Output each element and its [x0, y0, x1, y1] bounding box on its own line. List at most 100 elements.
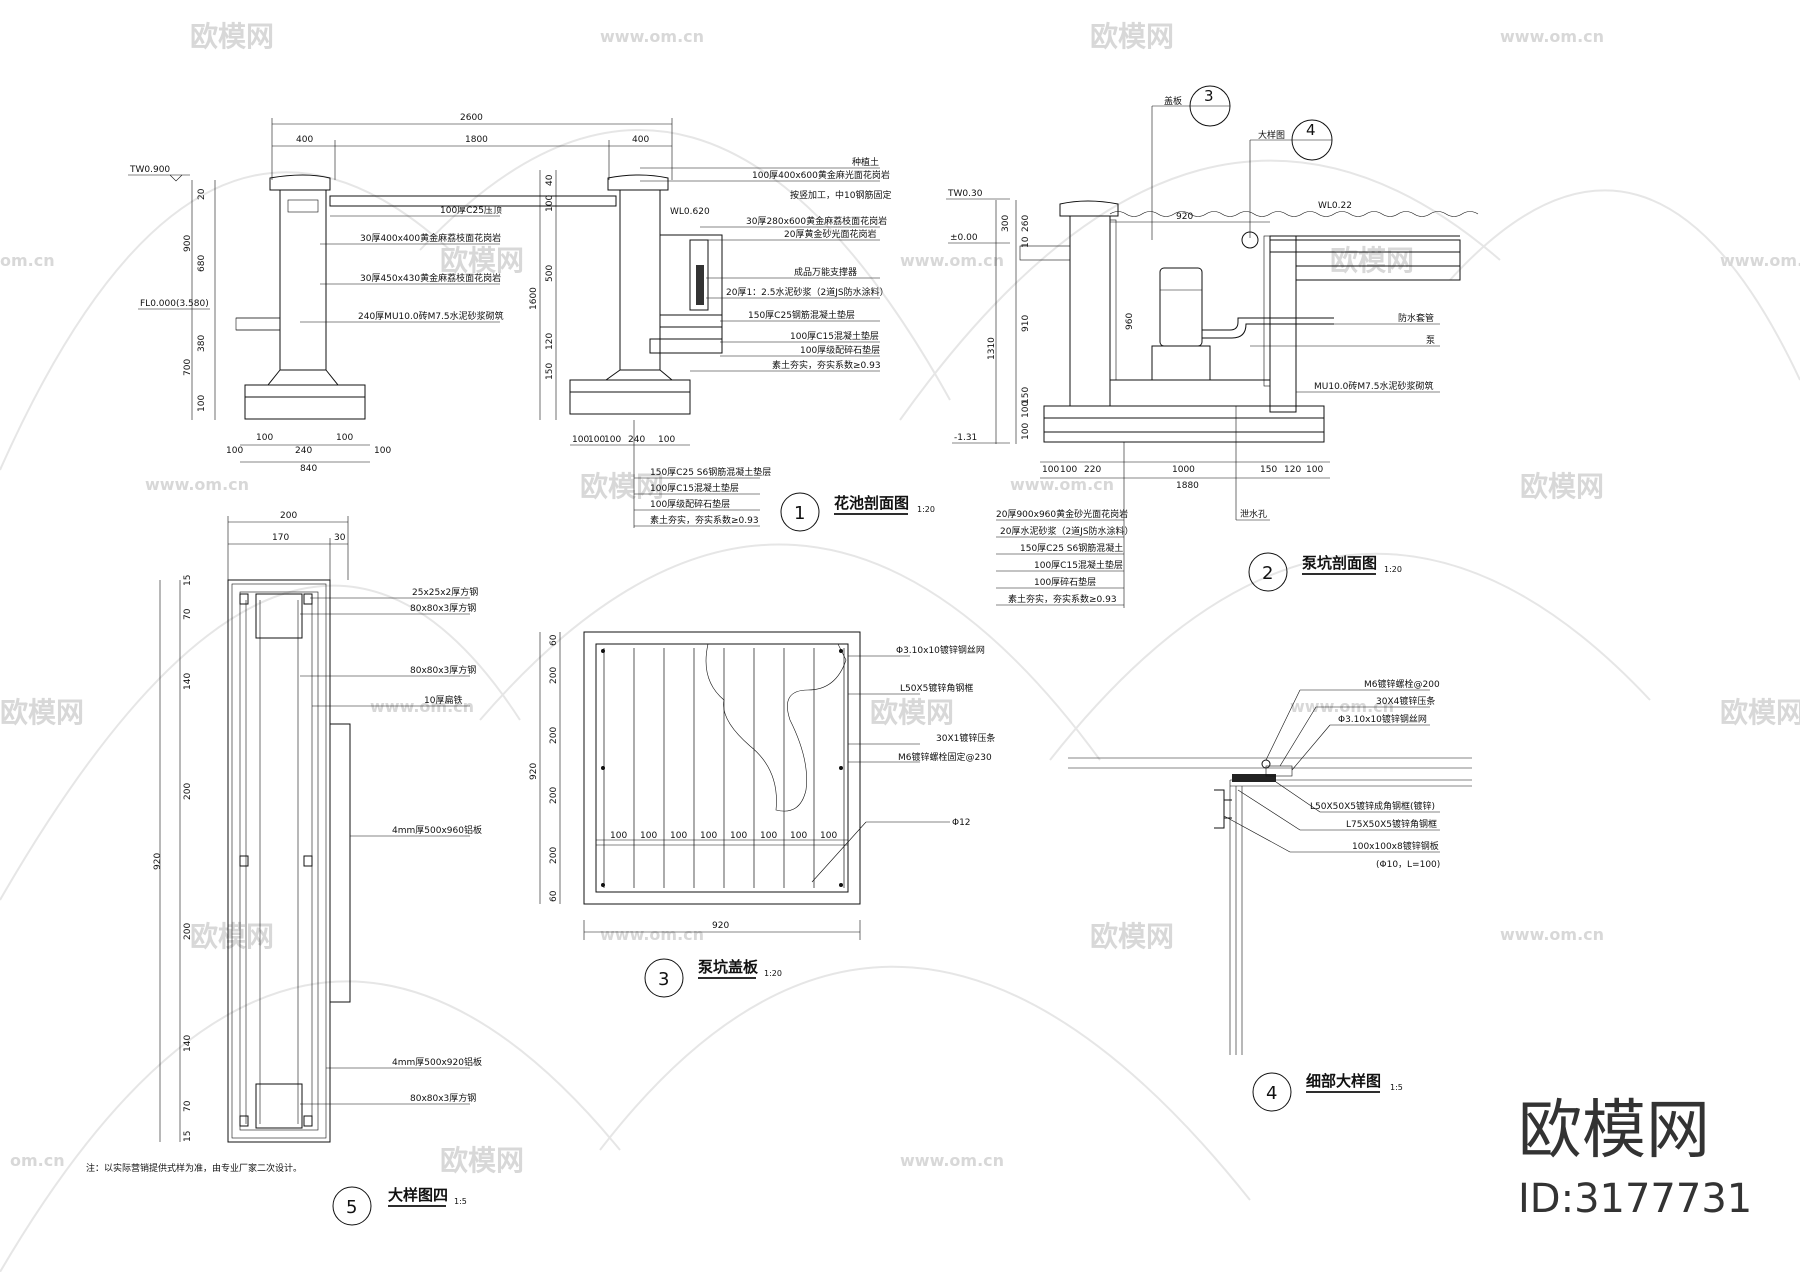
note: 100厚碎石垫层 [1034, 576, 1096, 588]
dim-label: 1000 [1172, 465, 1195, 475]
dim-label: 100 [1021, 423, 1031, 440]
note: 150厚C25钢筋混凝土垫层 [748, 309, 855, 321]
note: 100厚级配碎石垫层 [650, 498, 730, 510]
note: 20厚900x960黄金砂光面花岗岩 [996, 508, 1128, 520]
dim-label: 100 [588, 435, 605, 445]
dim-label: 100 [700, 831, 717, 841]
detail-title: 泵坑盖板 [698, 958, 759, 976]
bar-spacing-labels: 100 100 100 100 100 100 100 100 [610, 831, 837, 841]
watermark-url: www.om.cn [1290, 697, 1394, 716]
callout-number: 4 [1306, 121, 1316, 139]
dim-label: 150 [1021, 387, 1031, 404]
dim-label: 40 [545, 174, 555, 186]
dim-label: 100 [572, 435, 589, 445]
note: 20厚黄金砂光面花岗岩 [784, 228, 876, 240]
dim-label: 220 [1084, 465, 1101, 475]
dim-label: 140 [183, 673, 193, 690]
note: 30厚450x430黄金麻荔枝面花岗岩 [360, 272, 501, 284]
dim-label: 200 [549, 847, 559, 864]
level-label: FL0.000(3.580) [140, 299, 209, 309]
dim-label: 100 [760, 831, 777, 841]
note: 100厚C15混凝土垫层 [650, 482, 739, 494]
note: 4mm厚500x960铝板 [392, 824, 482, 836]
mesh-panel [705, 643, 847, 812]
brand-name: 欧模网 [1518, 1094, 1710, 1168]
detail-1-notes-bottom: 150厚C25 S6钢筋混凝土垫层 100厚C15混凝土垫层 100厚级配碎石垫… [633, 420, 771, 528]
detail-title: 花池剖面图 [834, 494, 909, 512]
detail-number: 4 [1266, 1083, 1277, 1104]
brand-block: 欧模网 ID:3177731 [1518, 1094, 1752, 1222]
note: 30X1镀锌压条 [936, 732, 995, 744]
note: 150厚C25 S6钢筋混凝土垫层 [650, 466, 771, 478]
dim-label: 100 [545, 195, 555, 212]
detail-number: 3 [658, 969, 669, 990]
note: 80x80x3厚方钢 [410, 602, 476, 614]
watermark-url: www.om.cn [600, 27, 704, 46]
dim-label: 400 [632, 135, 649, 145]
dim-label: 840 [300, 464, 317, 474]
detail-number-circle [780, 492, 820, 532]
detail-scale: 1:20 [1384, 565, 1402, 574]
dim-label: 920 [1176, 212, 1193, 222]
note: 素土夯实，夯实系数≥0.93 [1008, 593, 1117, 605]
note: M6镀锌螺栓@200 [1364, 678, 1440, 690]
note: 10厚扁铁 [424, 694, 462, 706]
note: 素土夯实，夯实系数≥0.93 [772, 359, 881, 371]
note: 20厚水泥砂浆（2道JS防水涂料） [1000, 525, 1134, 537]
watermark-url: www.om.cn [145, 475, 249, 494]
dim-label: 60 [549, 890, 559, 902]
dim-label: 20 [197, 188, 207, 200]
detail-5-large-sample-four: 200 170 30 920 15 70 140 200 200 140 70 … [86, 511, 482, 1226]
watermark-url: www.om.cn [370, 697, 474, 716]
note: L50X50X5镀锌成角钢框(镀锌) [1310, 800, 1435, 812]
note: 20厚1：2.5水泥砂浆（2道JS防水涂料） [726, 286, 889, 298]
watermark-logo: 欧模网 [1090, 920, 1174, 953]
dim-label: 100 [658, 435, 675, 445]
watermark-url: om.cn [0, 251, 55, 270]
detail-scale: 1:5 [454, 1197, 467, 1206]
dim-label: 680 [197, 255, 207, 272]
detail-1-notes-right: 种植土 100厚400x600黄金麻光面花岗岩 按竖加工，中10钢筋固定 30厚… [640, 156, 891, 372]
level-label: -1.31 [954, 433, 977, 443]
watermark-url: www.om.cn [900, 251, 1004, 270]
note: 100厚400x600黄金麻光面花岗岩 [752, 169, 890, 181]
detail-4-detail-enlarged: M6镀锌螺栓@200 30X4镀锌压条 Φ3.10x10镀锌钢丝网 L50X50… [1068, 678, 1472, 1112]
note: L75X50X5镀锌角钢框 [1346, 818, 1437, 830]
dim-label: 200 [183, 783, 193, 800]
dim-label: 120 [1284, 465, 1301, 475]
dim-label: 240 [628, 435, 645, 445]
note: 泄水孔 [1240, 508, 1267, 520]
watermark-logos: 欧模网 www.om.cn 欧模网 www.om.cn om.cn 欧模网 ww… [0, 20, 1800, 1177]
dim-label: 100 [256, 433, 273, 443]
note: Φ3.10x10镀锌钢丝网 [896, 644, 985, 656]
level-label: WL0.620 [670, 207, 710, 217]
note: M6镀锌螺栓固定@230 [898, 751, 992, 763]
dim-label: 920 [153, 853, 163, 870]
dim-label: 100 [197, 395, 207, 412]
dim-label: 2600 [460, 113, 483, 123]
level-label: ±0.00 [950, 233, 978, 243]
watermark-url: www.om.cn [600, 925, 704, 944]
watermark-url: www.om.cn [1010, 475, 1114, 494]
dim-label: 1880 [1176, 481, 1199, 491]
level-label: TW0.900 [129, 165, 170, 175]
note: 100x100x8镀锌钢板 [1352, 840, 1439, 852]
dim-label: 100 [670, 831, 687, 841]
watermark-url: www.om.cn [900, 1151, 1004, 1170]
compression-strip [1232, 774, 1276, 782]
watermark-url: www.om.cn [1500, 27, 1604, 46]
dim-label: 60 [549, 634, 559, 646]
detail-2-notes-bottom: 20厚900x960黄金砂光面花岗岩 20厚水泥砂浆（2道JS防水涂料） 150… [996, 442, 1134, 608]
dim-label: 120 [545, 333, 555, 350]
dim-label: 960 [1125, 313, 1135, 330]
dim-label: 70 [183, 608, 193, 620]
dim-label: 200 [183, 923, 193, 940]
note: (Φ10，L=100) [1376, 860, 1440, 870]
cover-bars [603, 648, 845, 888]
dim-label: 1310 [987, 337, 997, 360]
detail-5-notes: 25x25x2厚方钢 80x80x3厚方钢 80x80x3厚方钢 10厚扁铁 4… [300, 586, 482, 1105]
detail-number: 1 [794, 503, 805, 524]
detail-4-notes: M6镀锌螺栓@200 30X4镀锌压条 Φ3.10x10镀锌钢丝网 L50X50… [1223, 678, 1440, 870]
dim-label: 200 [549, 787, 559, 804]
dim-label: 700 [183, 359, 193, 376]
